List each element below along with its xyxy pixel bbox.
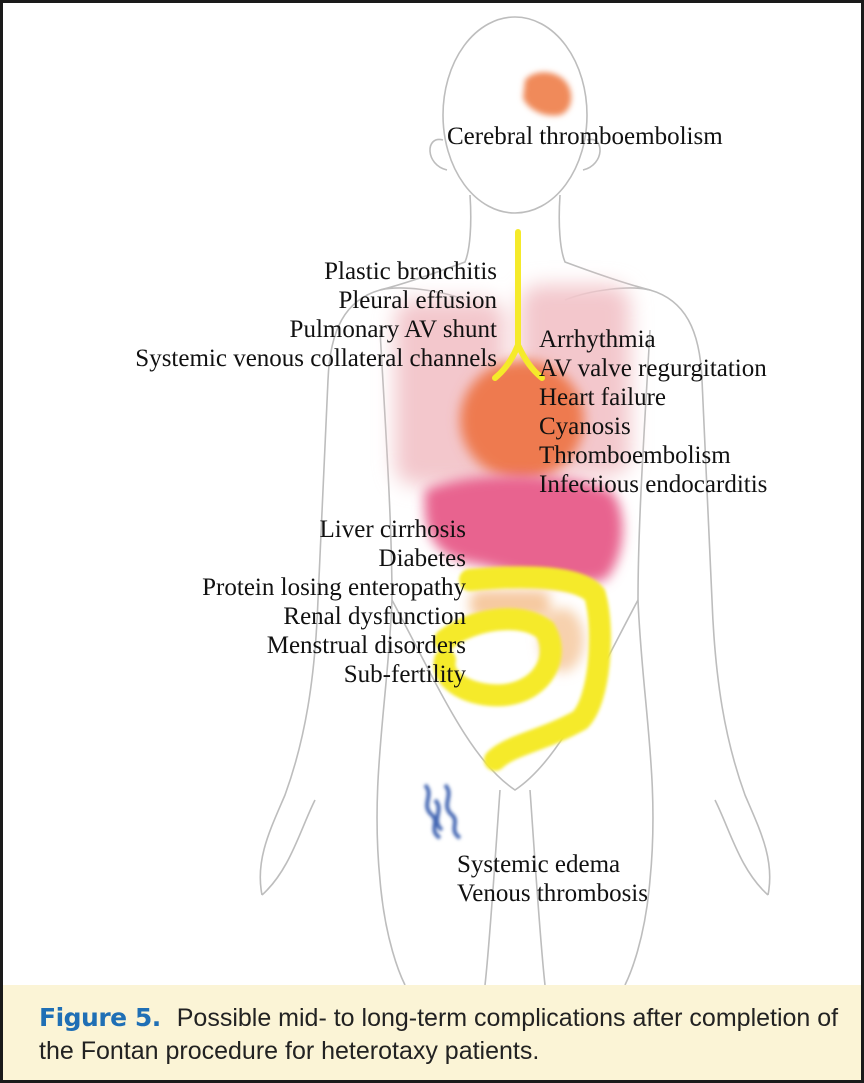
label-renal-dysfunction: Renal dysfunction	[202, 602, 466, 631]
label-sub-fertility: Sub-fertility	[202, 660, 466, 689]
label-cyanosis: Cyanosis	[539, 412, 767, 441]
figure-label: Figure 5.	[39, 1003, 161, 1032]
label-plastic-bronchitis: Plastic bronchitis	[135, 257, 497, 286]
label-heart-failure: Heart failure	[539, 383, 767, 412]
brain-lesion	[523, 72, 571, 115]
label-protein-losing-enteropathy: Protein losing enteropathy	[202, 573, 466, 602]
label-group-legs: Systemic edema Venous thrombosis	[457, 850, 648, 908]
label-group-heart: Arrhythmia AV valve regurgitation Heart …	[539, 325, 767, 499]
label-venous-thrombosis: Venous thrombosis	[457, 879, 648, 908]
label-infectious-endocarditis: Infectious endocarditis	[539, 470, 767, 499]
label-thromboembolism: Thromboembolism	[539, 441, 767, 470]
label-pleural-effusion: Pleural effusion	[135, 286, 497, 315]
leg-veins	[425, 785, 460, 838]
label-av-valve-regurgitation: AV valve regurgitation	[539, 354, 767, 383]
label-group-chest: Plastic bronchitis Pleural effusion Pulm…	[135, 257, 497, 373]
label-menstrual-disorders: Menstrual disorders	[202, 631, 466, 660]
label-liver-cirrhosis: Liver cirrhosis	[202, 515, 466, 544]
label-pulmonary-av-shunt: Pulmonary AV shunt	[135, 315, 497, 344]
label-diabetes: Diabetes	[202, 544, 466, 573]
figure-caption: Figure 5.Possible mid- to long-term comp…	[3, 985, 861, 1080]
label-arrhythmia: Arrhythmia	[539, 325, 767, 354]
label-group-head: Cerebral thromboembolism	[447, 122, 723, 151]
label-group-abdomen: Liver cirrhosis Diabetes Protein losing …	[202, 515, 466, 689]
label-cerebral-thromboembolism: Cerebral thromboembolism	[447, 122, 723, 151]
label-systemic-venous-collateral: Systemic venous collateral channels	[135, 344, 497, 373]
label-systemic-edema: Systemic edema	[457, 850, 648, 879]
